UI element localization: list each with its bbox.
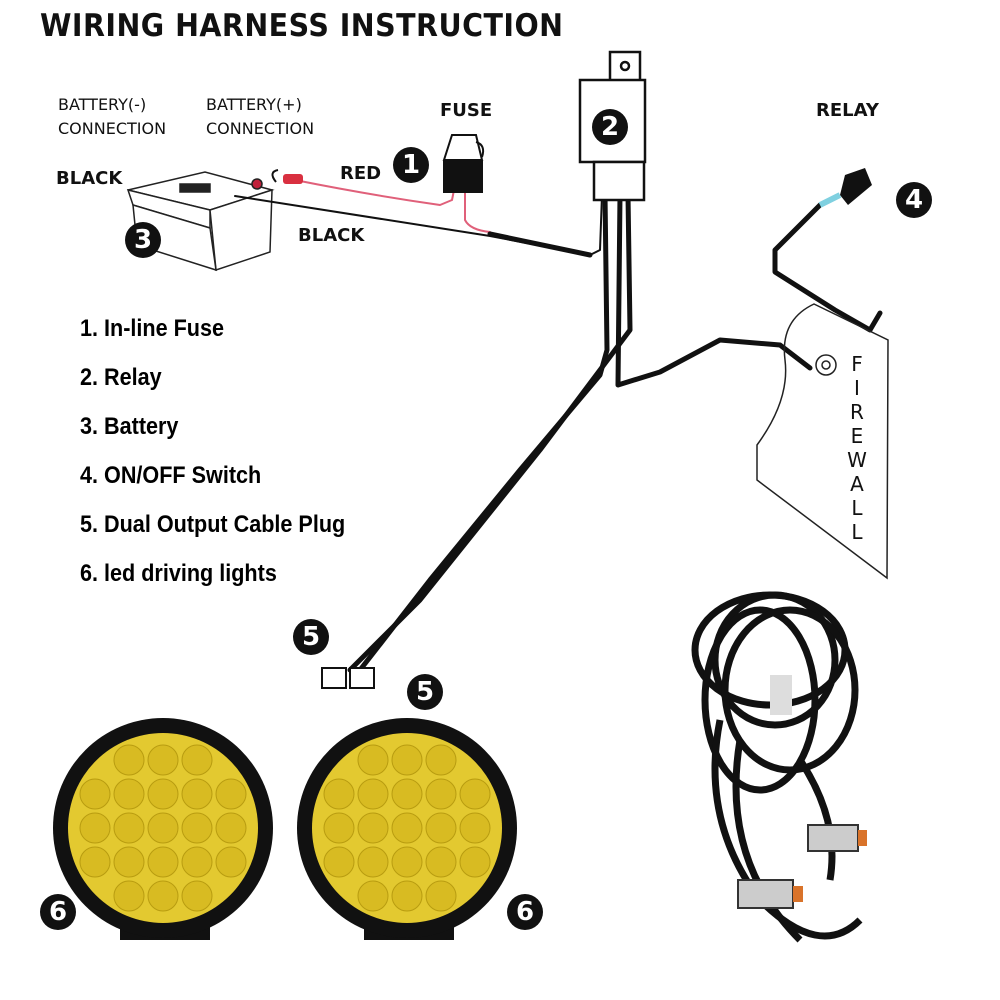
led-lens <box>113 744 145 776</box>
black-wire-label: BLACK <box>298 225 365 246</box>
led-lens <box>459 846 491 878</box>
led-lens <box>181 744 213 776</box>
led-lens <box>181 778 213 810</box>
badge-fuse: 1 <box>393 147 429 183</box>
badge-light: 6 <box>40 894 76 930</box>
led-lens <box>323 812 355 844</box>
firewall-letter: L <box>851 520 863 544</box>
battery-illustration <box>126 171 275 272</box>
firewall-letter: L <box>851 496 863 520</box>
led-lens <box>357 880 389 912</box>
wiring-harness-photo <box>691 591 867 943</box>
led-lens <box>79 846 111 878</box>
legend-item: 1. In-line Fuse <box>80 315 225 342</box>
led-lens <box>357 778 389 810</box>
legend-item: 4. ON/OFF Switch <box>80 462 262 489</box>
legend-item: 2. Relay <box>80 364 162 391</box>
badge-plug: 5 <box>293 619 329 655</box>
black-label: BLACK <box>56 168 123 189</box>
led-lens <box>79 778 111 810</box>
fuse-illustration <box>442 134 485 193</box>
led-light-right <box>297 718 517 940</box>
switch-illustration <box>818 168 872 208</box>
led-lens <box>113 812 145 844</box>
led-lens <box>181 812 213 844</box>
firewall-illustration <box>756 303 889 580</box>
led-lens <box>425 812 457 844</box>
legend-item: 6. led driving lights <box>80 560 277 587</box>
battery-positive-line2: CONNECTION <box>206 119 315 138</box>
led-lens <box>425 744 457 776</box>
legend-item: 3. Battery <box>80 413 179 440</box>
led-lens <box>147 812 179 844</box>
led-lens <box>147 846 179 878</box>
firewall-letter: F <box>851 352 863 376</box>
component-legend: 1. In-line Fuse 2. Relay 3. Battery 4. O… <box>80 314 375 608</box>
led-lens <box>357 812 389 844</box>
led-light-left <box>53 718 273 940</box>
badge-relay: 2 <box>592 109 628 145</box>
relay-label: RELAY <box>816 100 879 121</box>
firewall-letter: E <box>850 424 864 448</box>
legend-item: 5. Dual Output Cable Plug <box>80 511 346 538</box>
led-lens <box>357 846 389 878</box>
firewall-letter: I <box>854 376 860 400</box>
led-lens <box>181 880 213 912</box>
fuse-label: FUSE <box>440 100 493 121</box>
led-lens <box>323 778 355 810</box>
led-lens <box>391 880 423 912</box>
firewall-label: F I R E W A L L <box>846 352 868 544</box>
firewall-letter: W <box>847 448 867 472</box>
page-title: WIRING HARNESS INSTRUCTION <box>40 8 564 44</box>
led-lens <box>425 846 457 878</box>
badge-plug: 5 <box>407 674 443 710</box>
battery-negative-line2: CONNECTION <box>58 119 167 138</box>
battery-positive-line1: BATTERY(+) <box>206 95 302 114</box>
led-lens <box>147 880 179 912</box>
led-lens <box>459 778 491 810</box>
battery-positive-label: BATTERY(+) CONNECTION <box>206 93 314 141</box>
firewall-letter: R <box>850 400 864 424</box>
led-lens <box>79 812 111 844</box>
led-lens <box>113 846 145 878</box>
led-lens <box>215 846 247 878</box>
red-wire <box>294 179 456 206</box>
led-lens <box>181 846 213 878</box>
led-lens <box>459 812 491 844</box>
led-lens <box>425 778 457 810</box>
badge-switch: 4 <box>896 182 932 218</box>
led-lens <box>113 778 145 810</box>
dual-output-plugs <box>321 667 375 689</box>
led-lens <box>147 778 179 810</box>
led-lens <box>391 846 423 878</box>
led-lens <box>391 778 423 810</box>
led-lens <box>357 744 389 776</box>
badge-light: 6 <box>507 894 543 930</box>
led-lens <box>215 778 247 810</box>
led-lens <box>215 812 247 844</box>
led-lens <box>323 846 355 878</box>
badge-battery: 3 <box>125 222 161 258</box>
led-lens <box>147 744 179 776</box>
led-lens <box>113 880 145 912</box>
battery-negative-label: BATTERY(-) CONNECTION <box>58 93 166 141</box>
led-lens <box>391 744 423 776</box>
led-lens <box>425 880 457 912</box>
led-lens <box>391 812 423 844</box>
red-wire-label: RED <box>340 163 382 184</box>
firewall-letter: A <box>850 472 864 496</box>
battery-negative-line1: BATTERY(-) <box>58 95 147 114</box>
